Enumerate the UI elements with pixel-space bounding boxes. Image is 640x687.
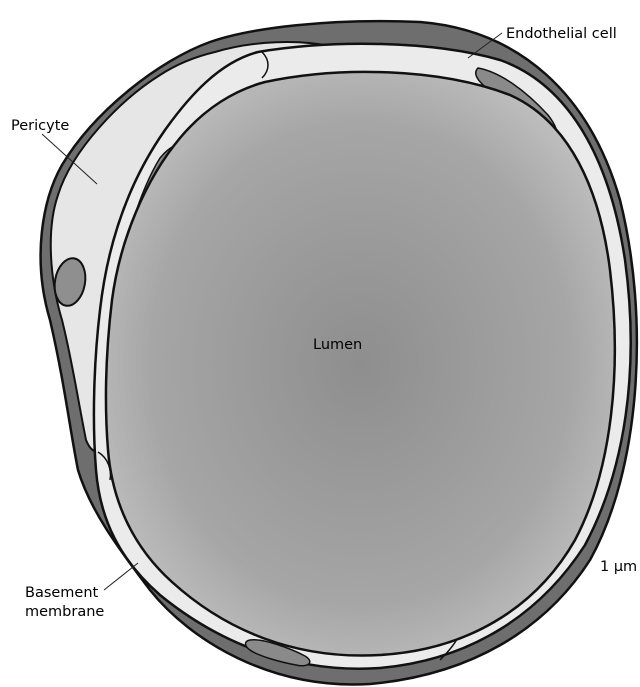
lumen-label: Lumen [313, 337, 362, 353]
lumen [106, 72, 615, 656]
endothelial-cell-label: Endothelial cell [506, 26, 617, 42]
basement-membrane-label-line1: Basement [25, 585, 99, 601]
basement-membrane-label-line2: membrane [25, 604, 104, 620]
scale-label: 1 μm [600, 559, 637, 575]
basement-membrane-leader [104, 563, 138, 590]
pericyte-label: Pericyte [11, 118, 69, 134]
